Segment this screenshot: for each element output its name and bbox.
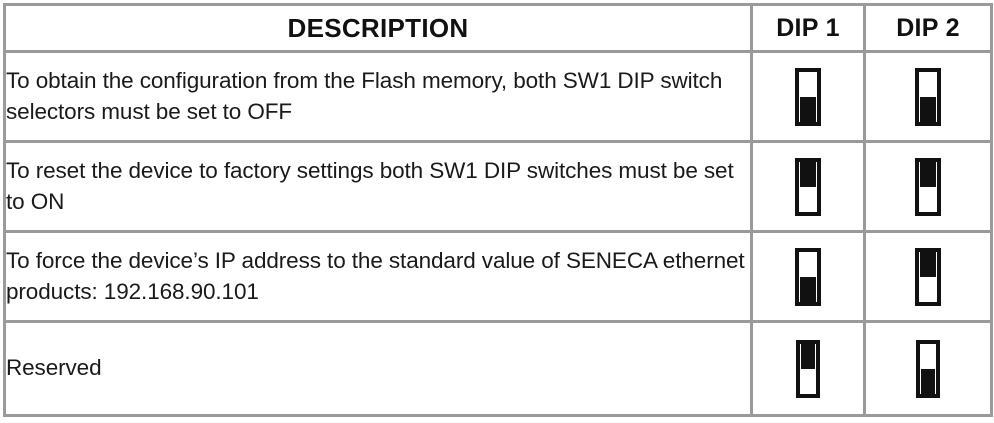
dip1-cell xyxy=(750,230,866,323)
table-header-row: DESCRIPTION DIP 1 DIP 2 xyxy=(3,3,993,53)
dip-switch-icon xyxy=(795,157,821,216)
description-text: Reserved xyxy=(6,355,102,381)
dip1-cell xyxy=(750,50,866,143)
table-row: Reserved xyxy=(3,320,993,417)
dip-switch-icon xyxy=(796,339,820,398)
description-text: To reset the device to factory settings … xyxy=(6,158,734,214)
column-header-description: DESCRIPTION xyxy=(3,3,753,53)
dip-switch-icon xyxy=(915,247,941,306)
column-header-dip1: DIP 1 xyxy=(750,3,866,53)
dip-switch-slider xyxy=(800,96,816,122)
dip-switch-slider xyxy=(920,96,936,122)
dip-switch-slider xyxy=(801,343,815,369)
dip1-cell xyxy=(750,320,866,417)
description-cell: To obtain the configuration from the Fla… xyxy=(3,50,753,143)
description-text: To obtain the configuration from the Fla… xyxy=(6,68,723,124)
dip-switch-slider xyxy=(800,276,816,302)
dip-switch-icon xyxy=(915,67,941,126)
table-row: To force the device’s IP address to the … xyxy=(3,230,993,323)
description-text: To force the device’s IP address to the … xyxy=(6,248,745,304)
description-cell: To reset the device to factory settings … xyxy=(3,140,753,233)
dip-switch-icon xyxy=(795,247,821,306)
dip2-cell xyxy=(863,50,993,143)
dip-switch-slider xyxy=(920,251,936,277)
dip-switch-slider xyxy=(921,368,935,394)
dip2-cell xyxy=(863,320,993,417)
dip2-cell xyxy=(863,230,993,323)
description-cell: Reserved xyxy=(3,320,753,417)
configuration-table: DESCRIPTION DIP 1 DIP 2 To obtain the co… xyxy=(3,3,993,417)
table-header: DESCRIPTION DIP 1 DIP 2 xyxy=(3,3,993,53)
description-cell: To force the device’s IP address to the … xyxy=(3,230,753,323)
dip-switch-slider xyxy=(800,161,816,187)
dip1-cell xyxy=(750,140,866,233)
dip-switch-slider xyxy=(920,161,936,187)
dip-switch-icon xyxy=(916,339,940,398)
dip-switch-icon xyxy=(915,157,941,216)
dip-switch-configuration-table: DESCRIPTION DIP 1 DIP 2 To obtain the co… xyxy=(0,3,994,423)
table-row: To obtain the configuration from the Fla… xyxy=(3,50,993,143)
table-row: To reset the device to factory settings … xyxy=(3,140,993,233)
column-header-dip2: DIP 2 xyxy=(863,3,993,53)
dip-switch-icon xyxy=(795,67,821,126)
dip2-cell xyxy=(863,140,993,233)
table-body: To obtain the configuration from the Fla… xyxy=(3,50,993,417)
